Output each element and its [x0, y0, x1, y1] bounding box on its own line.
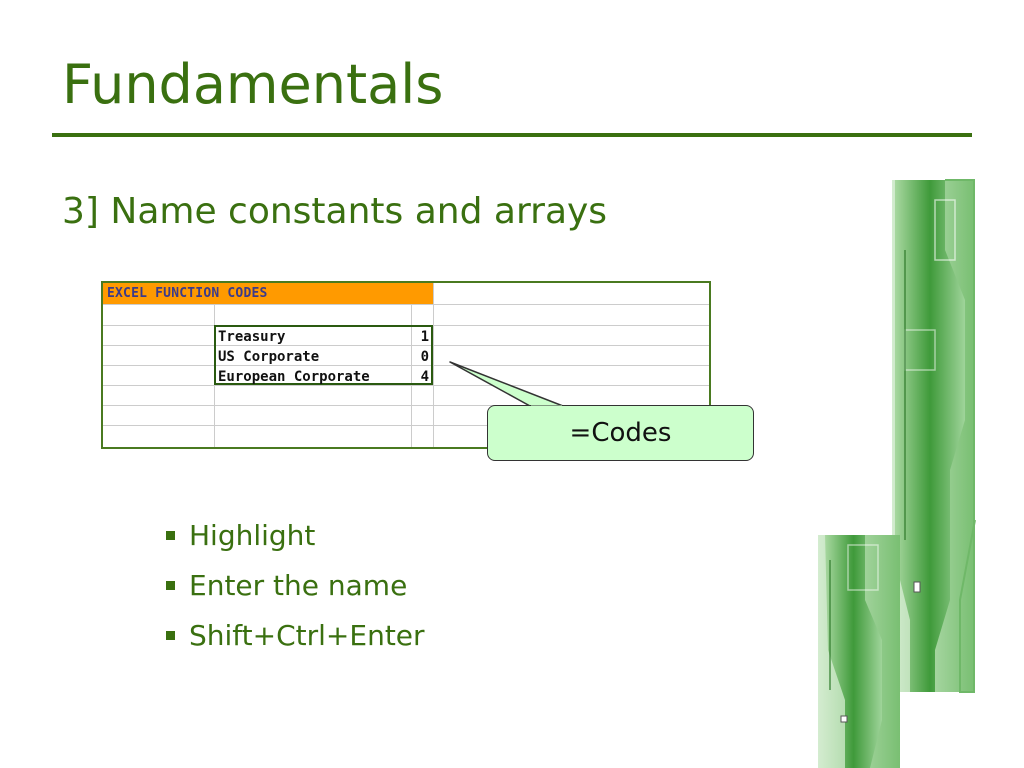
- cell-value[interactable]: 1: [420, 329, 429, 345]
- cell-value[interactable]: 4: [420, 369, 429, 385]
- cell-value[interactable]: 0: [420, 349, 429, 365]
- slide-subtitle: 3] Name constants and arrays: [62, 191, 608, 232]
- grid-line: [433, 283, 434, 447]
- name-callout: =Codes: [487, 405, 754, 461]
- bullet-text: Highlight: [189, 518, 316, 552]
- list-item: Highlight: [166, 510, 425, 560]
- grid-line: [411, 304, 412, 447]
- grid-line: [103, 405, 709, 406]
- sheet-header-text: EXCEL FUNCTION CODES: [107, 286, 268, 301]
- sheet-header-cell: EXCEL FUNCTION CODES: [103, 283, 433, 304]
- grid-line: [103, 425, 709, 426]
- list-item: Enter the name: [166, 560, 425, 610]
- cell-label[interactable]: US Corporate: [218, 349, 320, 365]
- cell-label[interactable]: Treasury: [218, 329, 286, 345]
- square-bullet-icon: [166, 530, 175, 540]
- bullet-text: Enter the name: [189, 568, 408, 602]
- bullet-list: Highlight Enter the name Shift+Ctrl+Ente…: [166, 510, 425, 660]
- codes-range-highlight[interactable]: [214, 325, 433, 385]
- bullet-text: Shift+Ctrl+Enter: [189, 618, 425, 652]
- list-item: Shift+Ctrl+Enter: [166, 610, 425, 660]
- grid-line: [103, 385, 709, 386]
- callout-text: =Codes: [569, 418, 672, 448]
- title-divider: [52, 133, 972, 137]
- square-bullet-icon: [166, 630, 175, 640]
- slide-title: Fundamentals: [62, 53, 444, 116]
- grid-line: [103, 304, 709, 305]
- cell-label[interactable]: European Corporate: [218, 369, 370, 385]
- square-bullet-icon: [166, 580, 175, 590]
- grid-line: [103, 345, 709, 346]
- grid-line: [103, 365, 709, 366]
